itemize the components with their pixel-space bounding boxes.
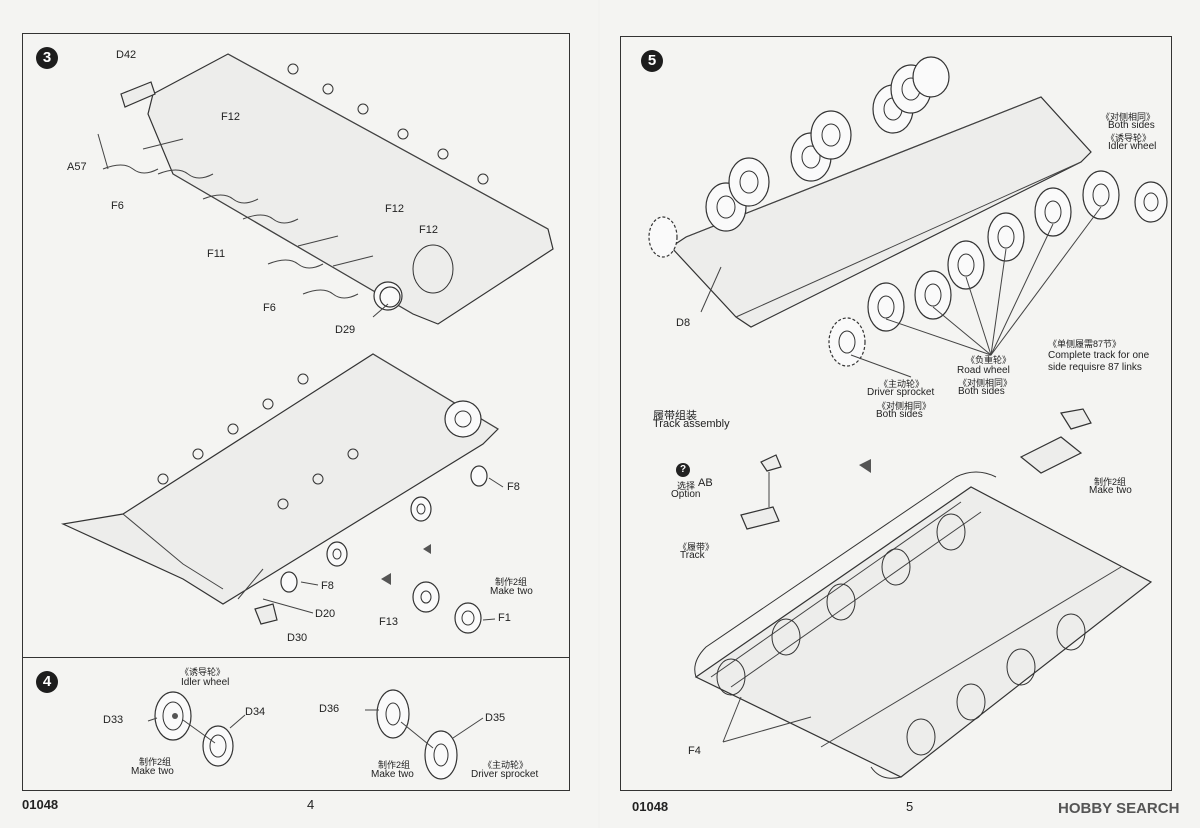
part-label: F11 xyxy=(207,248,226,260)
instruction-page-5: 5 xyxy=(600,0,1200,828)
idler-cn: 《诱导轮》 xyxy=(180,667,226,677)
part-label: F8 xyxy=(507,481,520,493)
make-two-note: Make two xyxy=(1089,485,1132,496)
option-icon: ? xyxy=(680,464,687,475)
part-label: F1 xyxy=(498,612,511,624)
track-assembly-title: Track assembly xyxy=(653,418,730,430)
both-sides-label: Both sides xyxy=(958,386,1005,397)
both-sides-cn: 《对侧相同》 xyxy=(958,378,1013,388)
track-note-cn: 《单侧履需87节》 xyxy=(1048,339,1122,349)
make-two-note: Make two xyxy=(490,586,533,597)
part-label: D35 xyxy=(485,712,506,724)
make-two-cn: 制作2组 xyxy=(378,760,411,770)
sprocket-cn: 《主动轮》 xyxy=(483,760,529,770)
make-two-note: Make two xyxy=(371,769,414,780)
product-code: 01048 xyxy=(632,799,669,814)
both-sides-label: Both sides xyxy=(876,409,923,420)
make-two-cn: 制作2组 xyxy=(495,577,528,587)
watermark: HOBBY SEARCH xyxy=(1058,800,1180,817)
sprocket-label: Driver sprocket xyxy=(471,769,539,780)
both-sides-cn: 《对侧相同》 xyxy=(1101,112,1156,122)
part-label: D20 xyxy=(315,608,336,620)
step-4-panel: 4 《诱导轮》 Idler wheel D33 D34 制作2组 Make tw… xyxy=(22,657,570,791)
part-label: D36 xyxy=(319,703,340,715)
track-label: Track xyxy=(680,550,705,561)
part-label: D42 xyxy=(116,49,137,61)
page-number: 5 xyxy=(906,799,914,814)
sprocket-cn: 《主动轮》 xyxy=(879,379,925,389)
idler-label: Idler wheel xyxy=(1108,141,1157,152)
wheels-drawing xyxy=(147,689,484,780)
part-label: F13 xyxy=(379,616,398,628)
part-label: D30 xyxy=(287,632,308,644)
part-label: D8 xyxy=(676,317,691,329)
step-4-number: 4 xyxy=(36,671,58,693)
part-label: F4 xyxy=(688,745,701,757)
product-code: 01048 xyxy=(22,797,59,812)
option-label: Option xyxy=(671,489,701,500)
track-note-line2: side requisre 87 links xyxy=(1048,362,1142,373)
part-label: F6 xyxy=(111,200,124,212)
track-note-line1: Complete track for one xyxy=(1048,350,1150,361)
option-cn: 选择 xyxy=(677,481,696,491)
make-two-note: Make two xyxy=(131,766,174,777)
step-3-panel: 3 xyxy=(22,33,570,658)
step-5-panel: 5 xyxy=(620,36,1172,791)
part-label: D33 xyxy=(103,714,124,726)
both-sides-cn: 《对侧相同》 xyxy=(877,401,932,411)
sprocket-label: Driver sprocket xyxy=(867,387,935,398)
road-wheel-label: Road wheel xyxy=(957,365,1010,376)
both-sides-label: Both sides xyxy=(1108,120,1155,131)
part-label: F12 xyxy=(385,203,404,215)
track-assembly-cn: 履带组装 xyxy=(653,410,697,422)
instruction-page-4: 3 xyxy=(0,0,598,828)
road-wheel-cn: 《负重轮》 xyxy=(966,355,1012,365)
idler-label: Idler wheel xyxy=(181,677,230,688)
make-two-cn: 制作2组 xyxy=(1094,477,1127,487)
part-label: F12 xyxy=(221,111,240,123)
idler-cn: 《诱导轮》 xyxy=(1106,133,1152,143)
track-cn: 《履带》 xyxy=(678,542,715,552)
make-two-cn: 制作2组 xyxy=(139,757,172,767)
part-label: F12 xyxy=(419,224,438,236)
step-3-number: 3 xyxy=(36,47,58,69)
part-label: F8 xyxy=(321,580,334,592)
part-label: AB xyxy=(698,477,713,489)
part-label: D34 xyxy=(245,706,266,718)
hull-wheels-drawing xyxy=(648,56,1168,779)
page-number: 4 xyxy=(307,797,315,812)
step-5-number: 5 xyxy=(641,50,663,72)
part-label: A57 xyxy=(67,161,87,173)
hull-upper-drawing xyxy=(60,53,554,634)
part-label: F6 xyxy=(263,302,276,314)
part-label: D29 xyxy=(335,324,356,336)
